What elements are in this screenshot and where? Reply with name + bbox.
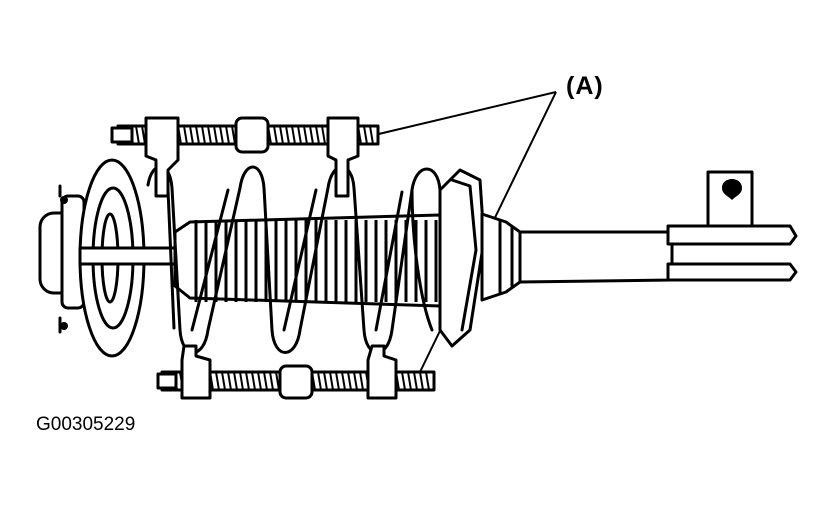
strut-hub-plate bbox=[38, 184, 86, 334]
lower-compressor-bolt bbox=[156, 344, 436, 400]
figure-id: G00305229 bbox=[36, 414, 136, 435]
strut-body bbox=[480, 212, 674, 302]
upper-compressor-bolt bbox=[110, 116, 380, 198]
callout-label-a: (A) bbox=[566, 72, 604, 100]
knuckle-bracket bbox=[666, 170, 798, 282]
lower-spring-seat bbox=[438, 168, 486, 348]
